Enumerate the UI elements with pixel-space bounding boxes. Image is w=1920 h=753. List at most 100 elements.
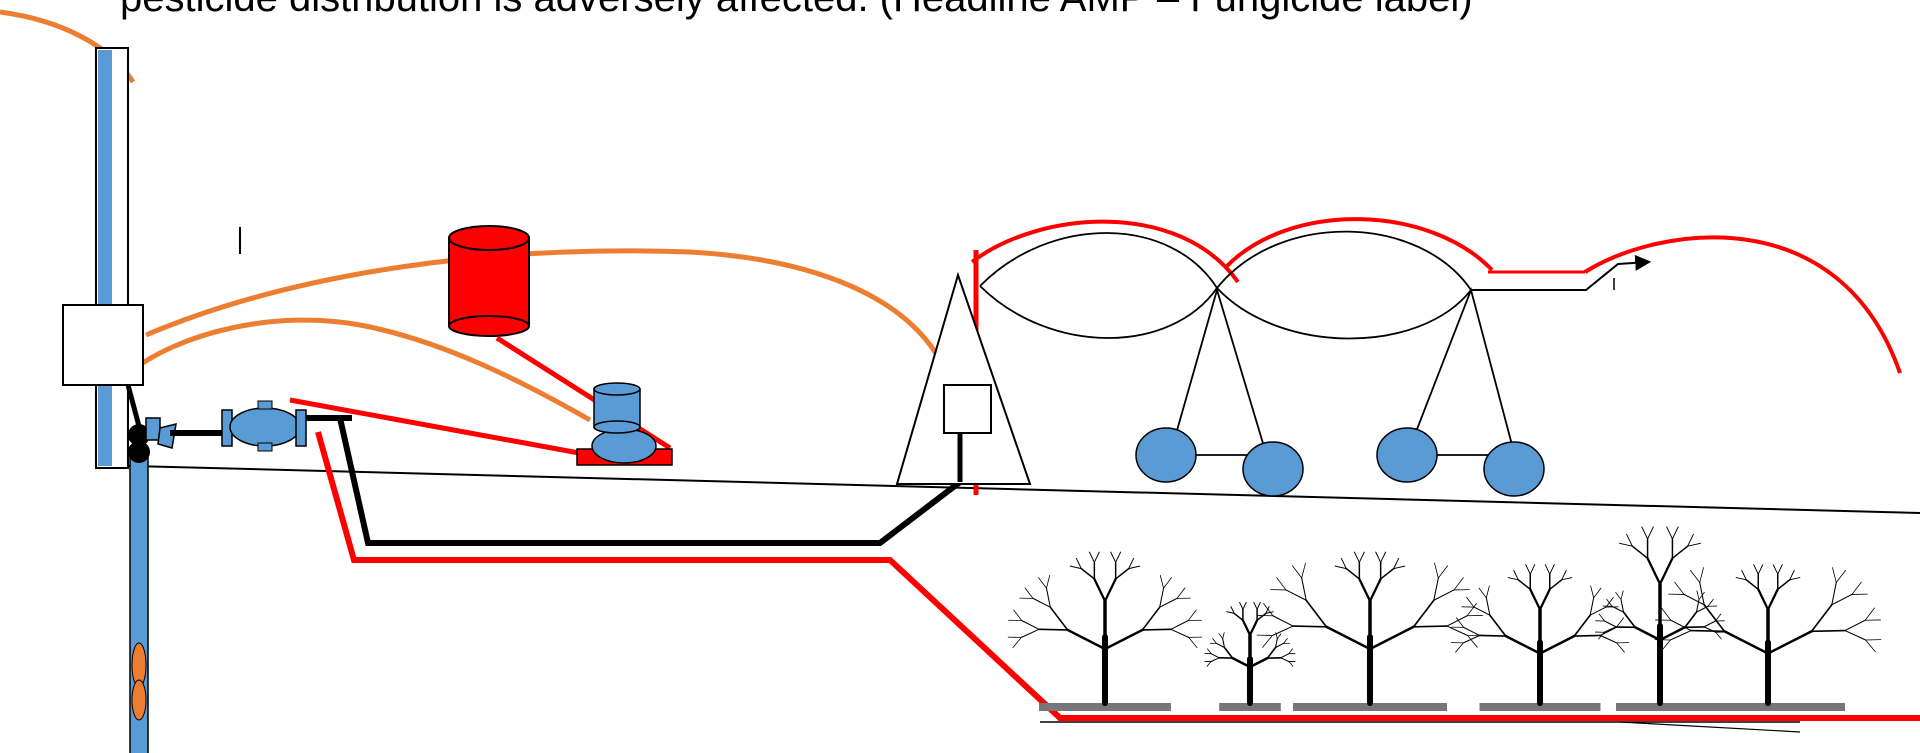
wheel-2a [1376, 427, 1438, 483]
tree-branch [1573, 614, 1591, 637]
tree-branch [1661, 607, 1672, 621]
tree-branch [1766, 630, 1813, 655]
chemical-tank-body [448, 237, 530, 327]
tree-branch [1699, 567, 1704, 583]
tree-branch [1683, 593, 1705, 606]
tree-branch [1669, 630, 1692, 641]
tree-branch [1684, 611, 1698, 629]
tree-branch [1844, 619, 1866, 632]
tree-branch [1525, 564, 1531, 575]
tree-branch [1210, 657, 1220, 663]
tree-branch [1280, 657, 1290, 663]
tree-branch [1379, 567, 1395, 580]
tree-branch [1110, 551, 1117, 563]
tree-branch [1633, 626, 1662, 642]
tree-branch [1128, 565, 1141, 570]
tree-branch [1446, 615, 1468, 627]
tree-branch [1489, 614, 1507, 637]
tree-branch [1170, 628, 1190, 638]
orchard [1007, 526, 1882, 711]
power-line-to-pump [123, 317, 592, 423]
tree-branch [1723, 630, 1770, 655]
tree-branch [1605, 597, 1614, 608]
tree-branch [1615, 592, 1622, 600]
tree-branch [1810, 603, 1833, 633]
valve-cap-bottom [257, 442, 273, 452]
valve-ball-2 [128, 441, 150, 463]
tree-branch [1689, 569, 1701, 583]
tree-branch [1478, 587, 1487, 599]
tree-branch [1393, 557, 1400, 570]
tree-branch [1538, 588, 1551, 611]
chem-line-span-1 [970, 219, 1240, 284]
tree-ground-litter [1691, 703, 1845, 711]
backflow-valve [229, 407, 301, 447]
tree-branch [1699, 581, 1705, 606]
tree-branch [1262, 635, 1273, 648]
tree-branch [1045, 587, 1051, 608]
tree-branch [1368, 625, 1415, 651]
tree-branch [1529, 564, 1536, 575]
tree-branch [1741, 569, 1747, 581]
tree-branch [1188, 636, 1198, 648]
pivot-tower [895, 271, 1032, 485]
tree-branch [1690, 629, 1726, 633]
tree-branch [1835, 569, 1847, 583]
tree-branch [1757, 564, 1764, 575]
tree-branch [1513, 569, 1519, 581]
tree-branch [1589, 597, 1595, 616]
drive-tower-2-legs [1406, 287, 1517, 461]
tree-branch [1038, 628, 1069, 631]
tree-branch [1777, 564, 1783, 575]
tree-branch [1603, 626, 1617, 633]
tree-branch [1013, 609, 1023, 621]
tree-branch [1707, 598, 1714, 607]
tree-branch [1222, 632, 1225, 640]
tree-branch [1375, 551, 1382, 563]
well-casing-fill [98, 50, 112, 466]
tree-branch [1024, 587, 1034, 599]
tree-branch [1291, 565, 1303, 579]
tree-branch [1163, 577, 1172, 589]
tree-branch [1455, 642, 1464, 653]
tree-branch [1611, 605, 1625, 613]
tree-branch [1049, 606, 1069, 631]
tree-branch [1620, 598, 1625, 613]
tree-branch [1832, 567, 1837, 583]
overhang-arm [1471, 254, 1652, 291]
tree-branch [1660, 639, 1671, 653]
tree-branch [1437, 565, 1449, 579]
tree-branch [1276, 577, 1287, 591]
tree-branch [1248, 619, 1259, 637]
tree-branch [1616, 642, 1625, 653]
control-panel [62, 304, 144, 386]
tree-branch [1368, 577, 1382, 603]
tree-branch [1626, 533, 1633, 547]
tree-branch [1507, 577, 1519, 581]
ground-line [95, 464, 1920, 514]
tree-branch [1698, 592, 1705, 600]
pump-head-bottom [593, 420, 641, 434]
tree-branch [1288, 648, 1293, 655]
tree-branch [1674, 581, 1685, 595]
tree-branch [1658, 557, 1674, 586]
tree-branch [1231, 656, 1252, 669]
tree-branch [1207, 648, 1212, 655]
chem-injection-line [289, 397, 591, 458]
tree-branch [1844, 630, 1867, 641]
tree-branch [1517, 579, 1531, 591]
tank-to-pump-line [495, 335, 672, 451]
tree-branch [1703, 620, 1717, 628]
tree-branch [1038, 577, 1047, 589]
valve-cap-top [257, 400, 273, 410]
tree-branch [1280, 653, 1290, 659]
panel-wire [125, 384, 143, 431]
chemical-tank-bottom [448, 315, 530, 337]
tree-branch [1353, 551, 1360, 563]
tree-branch [1455, 617, 1465, 628]
tree-branch [1046, 574, 1051, 589]
tree-branch [1075, 557, 1082, 570]
tree-branch [1283, 638, 1288, 644]
tree-branch [1128, 557, 1135, 570]
tree-branch [1753, 564, 1759, 575]
